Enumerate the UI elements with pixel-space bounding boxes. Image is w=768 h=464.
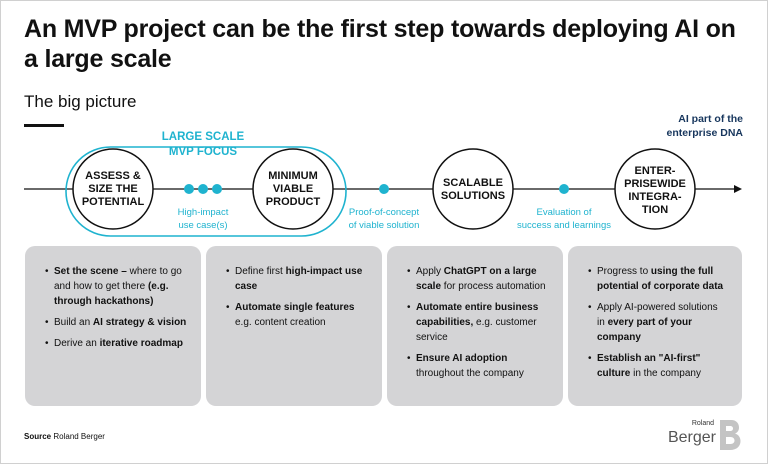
stage-assess-line2: SIZE THE — [88, 183, 138, 195]
connector-eval-line2: success and learnings — [517, 220, 611, 231]
source-label: Source — [24, 432, 52, 441]
bullet-text: Apply — [416, 266, 444, 277]
roland-berger-logo: Roland Berger — [668, 418, 742, 452]
stage-mvp-line3: PRODUCT — [266, 196, 321, 208]
stage-enterprise-line3: INTEGRA- — [628, 191, 682, 203]
bullet-text: throughout the company — [416, 368, 524, 379]
card-bullet: Build an AI strategy & vision — [45, 315, 187, 330]
bullet-text: where to go and how to get there — [54, 266, 182, 292]
mvp-focus-capsule — [65, 146, 347, 237]
stage-assess-line3: POTENTIAL — [82, 196, 145, 208]
bullet-text: Apply AI-powered solutions in — [597, 302, 718, 328]
stage-label-assess: ASSESS & SIZE THE POTENTIAL — [82, 170, 145, 208]
stage-enterprise-line1: ENTER- — [635, 165, 676, 177]
stage-circle-enterprise — [614, 148, 696, 230]
stage-mvp-line2: VIABLE — [273, 183, 313, 195]
stage-circle-scalable — [432, 148, 514, 230]
card-bullet: Ensure AI adoption throughout the compan… — [407, 351, 549, 381]
connector-dot-usecase-1 — [184, 184, 194, 194]
page-subtitle: The big picture — [24, 92, 137, 111]
bullet-text-bold: Establish an "AI-first" culture — [597, 353, 701, 379]
card-bullet: Automate single features e.g. content cr… — [226, 300, 368, 330]
connector-poc-line2: of viable solution — [349, 220, 420, 231]
bullet-text-bold: ChatGPT on a large scale — [416, 266, 537, 292]
enterprise-label-line2: enterprise DNA — [667, 127, 744, 139]
stage-scalable-line1: SCALABLE — [443, 177, 503, 189]
focus-label-line1: LARGE SCALE — [162, 131, 245, 143]
timeline-arrowhead — [734, 185, 742, 193]
bullet-text-bold: high-impact use case — [235, 266, 363, 292]
bullet-text: for process automation — [441, 281, 546, 292]
card-scalable-bullets: Apply ChatGPT on a large scale for proce… — [407, 264, 549, 381]
card-scalable: Apply ChatGPT on a large scale for proce… — [387, 246, 563, 406]
stage-scalable-line2: SOLUTIONS — [441, 190, 505, 202]
logo-text-small: Roland — [691, 420, 714, 427]
bullet-text: e.g. customer service — [416, 317, 537, 343]
card-enterprise-bullets: Progress to using the full potential of … — [588, 264, 728, 381]
card-enterprise: Progress to using the full potential of … — [568, 246, 742, 406]
connector-dot-usecase-3 — [212, 184, 222, 194]
card-mvp: Define first high-impact use caseAutomat… — [206, 246, 382, 406]
bullet-text-bold: Automate single features — [235, 302, 355, 313]
stage-mvp-line1: MINIMUM — [268, 170, 318, 182]
connector-dot-poc — [379, 184, 389, 194]
card-bullet: Progress to using the full potential of … — [588, 264, 728, 294]
card-bullet: Apply AI-powered solutions in every part… — [588, 300, 728, 345]
bullet-text: Progress to — [597, 266, 651, 277]
connector-eval-line1: Evaluation of — [537, 207, 592, 218]
connector-poc-line1: Proof-of-concept — [349, 207, 420, 218]
card-assess: Set the scene – where to go and how to g… — [25, 246, 201, 406]
bullet-text-bold: using the full potential of corporate da… — [597, 266, 724, 292]
source-value: Roland Berger — [53, 432, 105, 441]
card-bullet: Establish an "AI-first" culture in the c… — [588, 351, 728, 381]
stage-assess-line1: ASSESS & — [85, 170, 141, 182]
stage-label-enterprise: ENTER- PRISEWIDE INTEGRA- TION — [624, 165, 686, 216]
card-bullet: Set the scene – where to go and how to g… — [45, 264, 187, 309]
connector-dot-evaluation — [559, 184, 569, 194]
stage-circle-mvp — [252, 148, 334, 230]
logo-b-mark-icon — [720, 420, 741, 450]
logo-text-big: Berger — [667, 429, 716, 446]
stage-label-mvp: MINIMUM VIABLE PRODUCT — [266, 170, 321, 208]
card-bullet: Apply ChatGPT on a large scale for proce… — [407, 264, 549, 294]
card-assess-bullets: Set the scene – where to go and how to g… — [45, 264, 187, 351]
source-note: Source Roland Berger — [24, 432, 105, 441]
card-bullet: Automate entire business capabilities, e… — [407, 300, 549, 345]
bullet-text-bold: Automate entire business capabilities, — [416, 302, 539, 328]
stage-circle-assess — [72, 148, 154, 230]
enterprise-label-line1: AI part of the — [678, 113, 743, 125]
stage-enterprise-line2: PRISEWIDE — [624, 178, 686, 190]
stage-label-scalable: SCALABLE SOLUTIONS — [441, 177, 505, 202]
connector-usecase-line2: use case(s) — [178, 220, 227, 231]
bullet-text-bold: Set the scene – — [54, 266, 130, 277]
subtitle-rule — [24, 124, 64, 127]
stage-enterprise-line4: TION — [642, 204, 668, 216]
bullet-text: Derive an — [54, 338, 100, 349]
bullet-text-bold: Ensure AI adoption — [416, 353, 508, 364]
bullet-text-bold: (e.g. through hackathons) — [54, 281, 169, 307]
bullet-text: e.g. content creation — [235, 317, 326, 328]
bullet-text-bold: AI strategy & vision — [92, 317, 187, 328]
connector-dot-usecase-2 — [198, 184, 208, 194]
bullet-text-bold: iterative roadmap — [99, 338, 183, 349]
page-title: An MVP project can be the first step tow… — [24, 15, 736, 73]
bullet-text-bold: every part of your company — [597, 317, 693, 343]
bullet-text: Define first — [235, 266, 286, 277]
card-bullet: Derive an iterative roadmap — [45, 336, 187, 351]
bullet-text: in the company — [630, 368, 701, 379]
card-mvp-bullets: Define first high-impact use caseAutomat… — [226, 264, 368, 330]
bullet-text: Build an — [54, 317, 93, 328]
connector-usecase-line1: High-impact — [178, 207, 229, 218]
focus-label-line2: MVP FOCUS — [169, 146, 237, 158]
card-bullet: Define first high-impact use case — [226, 264, 368, 294]
